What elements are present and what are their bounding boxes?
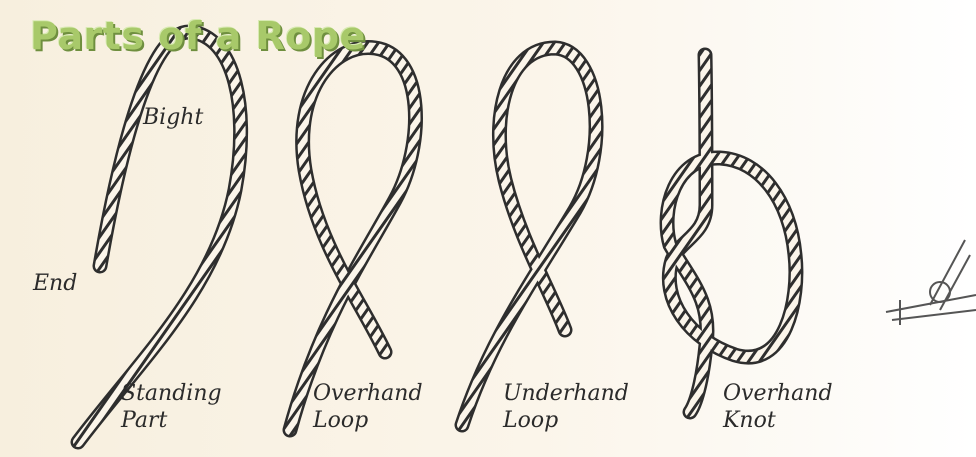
label-overhand-loop: Overhand Loop <box>313 380 423 434</box>
label-end: End <box>33 270 77 297</box>
rope-overhand-knot <box>667 55 796 412</box>
rope-underhand-loop <box>462 48 596 425</box>
rope-overhand-loop <box>290 47 415 430</box>
label-underhand-loop-line1: Underhand <box>503 380 629 407</box>
label-bight: Bight <box>143 104 203 131</box>
label-overhand-knot-line1: Overhand <box>723 380 833 407</box>
label-underhand-loop: Underhand Loop <box>503 380 629 434</box>
label-standing-line1: Standing <box>121 380 222 407</box>
label-standing-line2: Part <box>121 407 222 434</box>
label-standing-part: Standing Part <box>121 380 222 434</box>
label-underhand-loop-line2: Loop <box>503 407 629 434</box>
partial-rope-sketch <box>886 240 976 325</box>
label-overhand-loop-line2: Loop <box>313 407 423 434</box>
label-overhand-knot-line2: Knot <box>723 407 833 434</box>
label-overhand-loop-line1: Overhand <box>313 380 423 407</box>
label-overhand-knot: Overhand Knot <box>723 380 833 434</box>
diagram-title: Parts of a Rope <box>30 14 366 58</box>
